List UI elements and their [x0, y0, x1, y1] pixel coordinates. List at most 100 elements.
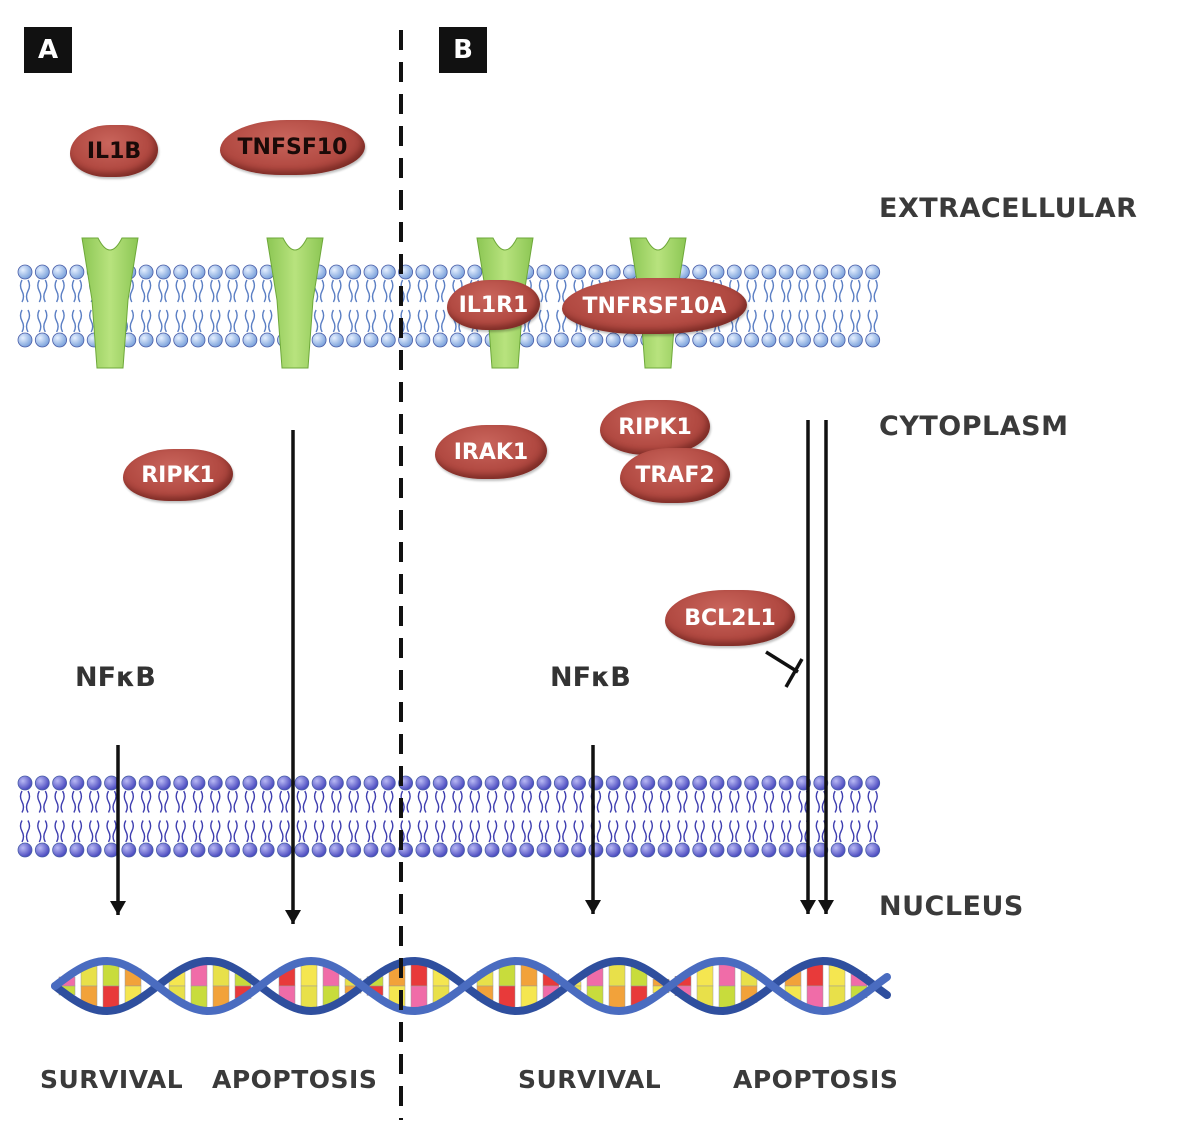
- lipid-tail: [527, 790, 532, 813]
- lipid-head: [138, 775, 154, 791]
- lipid-tail: [192, 790, 198, 813]
- lipid-tail: [106, 790, 111, 813]
- lipid-head: [605, 332, 621, 348]
- lipid-tail: [71, 279, 77, 303]
- lipid-tail: [89, 309, 94, 333]
- lipid-tail: [856, 790, 861, 813]
- lipid-head: [328, 775, 344, 791]
- lipid-tail: [285, 820, 290, 843]
- lipid-head: [138, 332, 154, 348]
- lipid-head: [571, 332, 586, 348]
- lipid-head: [34, 775, 50, 791]
- lipid-head: [52, 842, 67, 858]
- lipid-tail: [77, 790, 83, 813]
- lipid-head: [311, 775, 327, 791]
- lipid-tail: [798, 309, 803, 333]
- lipid-tail: [54, 279, 59, 303]
- lipid-head: [190, 842, 206, 858]
- lipid-tail: [89, 820, 94, 843]
- lipid-head: [675, 332, 690, 348]
- lipid-tail: [19, 820, 25, 843]
- lipid-tail: [735, 790, 740, 813]
- lipid-tail: [285, 790, 290, 813]
- lipid-tail: [441, 279, 446, 303]
- lipid-tail: [625, 790, 630, 813]
- lipid-tail: [867, 279, 872, 303]
- nfkb-label-a: NFκB: [75, 662, 156, 693]
- lipid-head: [190, 264, 206, 280]
- arrow-nfkb-survival-b-head: [585, 900, 601, 914]
- lipid-tail: [850, 790, 855, 813]
- lipid-head: [467, 264, 483, 280]
- lipid-tail: [763, 279, 769, 303]
- lipid-tail: [417, 790, 423, 813]
- lipid-head: [709, 775, 725, 791]
- lipid-tail: [677, 820, 682, 843]
- lipid-tail: [510, 790, 515, 813]
- lipid-tail: [475, 790, 480, 813]
- lipid-head: [242, 332, 258, 348]
- lipid-tail: [406, 790, 411, 813]
- lipid-tail: [683, 790, 688, 813]
- lipid-tail: [659, 790, 665, 813]
- outcome-survival-a: SURVIVAL: [40, 1065, 184, 1094]
- lipid-tail: [469, 790, 474, 813]
- lipid-tail: [198, 309, 204, 333]
- lipid-tail: [579, 790, 584, 813]
- lipid-head: [571, 264, 586, 280]
- lipid-tail: [198, 279, 204, 303]
- lipid-tail: [54, 309, 59, 333]
- lipid-tail: [458, 820, 463, 843]
- lipid-tail: [296, 790, 301, 813]
- arrow-apoptosis-b-2-head: [818, 900, 834, 914]
- lipid-head: [865, 332, 881, 348]
- arrow-apoptosis-a-head: [285, 910, 301, 924]
- lipid-head: [450, 264, 465, 280]
- receptor-tnfsf10: [266, 237, 324, 369]
- lipid-head: [692, 842, 708, 858]
- lipid-tail: [60, 820, 65, 843]
- lipid-tail: [210, 279, 215, 303]
- lipid-head: [17, 264, 33, 280]
- lipid-tail: [250, 820, 256, 843]
- lipid-tail: [579, 820, 584, 843]
- lipid-head: [623, 332, 638, 348]
- lipid-tail: [389, 309, 394, 333]
- lipid-head: [450, 332, 465, 348]
- lipid-tail: [423, 309, 429, 333]
- lipid-tail: [129, 309, 134, 333]
- lipid-tail: [441, 820, 446, 843]
- lipid-head: [328, 332, 344, 348]
- lipid-tail: [642, 820, 647, 843]
- lipid-tail: [158, 309, 163, 333]
- lipid-tail: [435, 309, 440, 333]
- lipid-head: [294, 842, 310, 858]
- lipid-head: [69, 332, 85, 348]
- lipid-head: [761, 264, 777, 280]
- arrow-nfkb-survival-a-head: [110, 901, 126, 915]
- lipid-tail: [354, 790, 359, 813]
- lipid-tail: [752, 279, 757, 303]
- lipid-tail: [279, 790, 284, 813]
- lipid-head: [744, 332, 759, 348]
- lipid-head: [242, 264, 258, 280]
- lipid-tail: [804, 309, 809, 333]
- lipid-tail: [659, 820, 665, 843]
- lipid-head: [726, 332, 742, 348]
- dna-strand: [51, 956, 891, 1016]
- lipid-tail: [746, 820, 751, 843]
- lipid-head: [657, 842, 673, 858]
- lipid-head: [744, 264, 759, 280]
- lipid-head: [536, 842, 552, 858]
- region-label-extracellular: EXTRACELLULAR: [879, 193, 1138, 224]
- lipid-head: [311, 842, 327, 858]
- lipid-tail: [371, 820, 377, 843]
- lipid-tail: [354, 279, 359, 303]
- lipid-tail: [181, 820, 186, 843]
- lipid-tail: [504, 820, 509, 843]
- lipid-tail: [233, 790, 238, 813]
- lipid-head: [675, 775, 690, 791]
- lipid-tail: [198, 790, 204, 813]
- lipid-tail: [262, 790, 267, 813]
